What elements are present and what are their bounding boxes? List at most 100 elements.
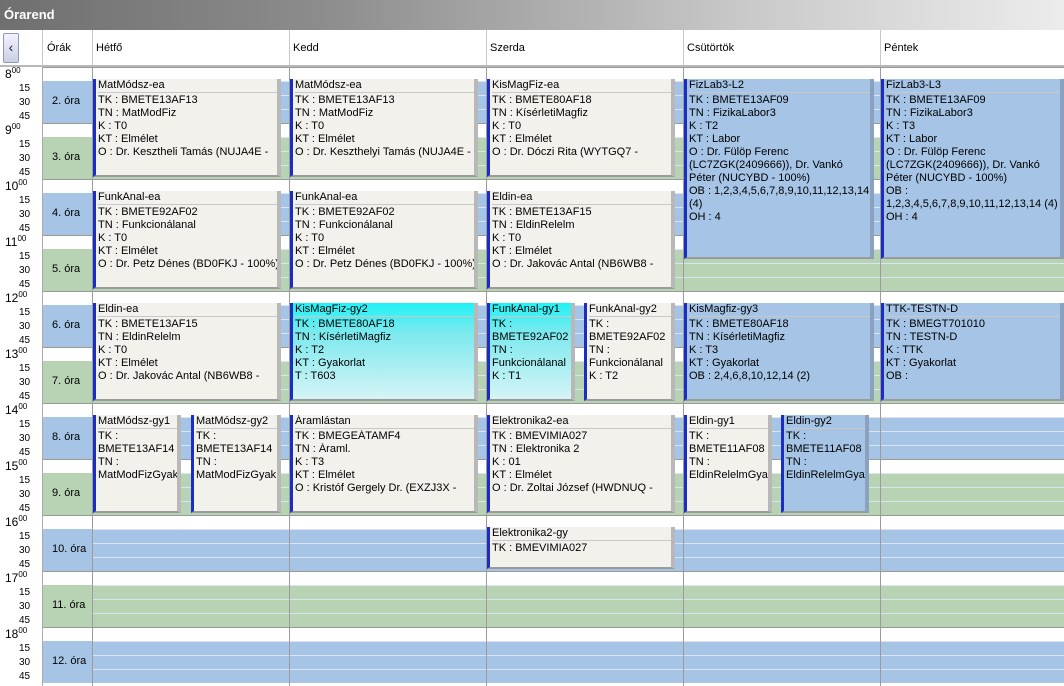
header-divider [486,30,487,65]
grid-line [92,655,1064,656]
event-detail: TK : BMETE92AF02 [589,318,666,343]
event-title: FunkAnal-ea [295,191,474,205]
event-title: Elektronika2-gy [492,527,671,541]
event-detail: TK : BMEVIMIA027 [492,430,588,442]
hour-label: 1000 [5,178,28,193]
event-detail: KT : Elmélet [492,245,552,257]
day-header-wednesday[interactable]: Szerda [490,42,525,54]
column-divider [683,67,684,686]
event-detail: K : T3 [886,120,916,132]
day-header-tuesday[interactable]: Kedd [293,42,319,54]
event-detail: KT : Gyakorlat [886,357,957,369]
event-title: MatMódsz-ea [98,79,277,93]
minute-label: 30 [19,321,31,332]
grid-line [92,389,1064,390]
slot-band[interactable] [42,585,1064,627]
event-detail: TN : EldinRelelmGyak [689,456,768,481]
window-titlebar: Órarend [0,0,1064,30]
event-detail: OH : 4 [689,211,721,223]
event-detail: K : T1 [492,370,522,382]
day-header-friday[interactable]: Péntek [884,42,919,54]
header-divider [92,30,93,65]
grid-line [92,613,1064,614]
event-detail: TN : EldinRelelm [98,331,181,343]
event-detail: TK : BMETE13AF13 [98,94,198,106]
event-detail: O : Dr. Jakovác Antal (NB6WB8 - [492,258,654,270]
event-detail: TN : KísérletiMagfiz [295,331,391,343]
day-header-monday[interactable]: Hétfő [96,42,123,54]
event-detail: O : Dr. Dóczi Rita (WYTGQ7 - [492,146,639,158]
minute-label: 30 [19,545,31,556]
event-title: Eldin-ea [98,303,277,317]
slot-band[interactable] [42,641,1064,683]
event-title: MatMódsz-gy2 [196,415,277,429]
event-detail: TN : Elektronika 2 [492,443,580,455]
hour-label: 1200 [5,290,28,305]
event-title: Eldin-gy1 [689,415,768,429]
event-detail: TN : MatModFiz [295,107,374,119]
minute-label: 30 [19,601,31,612]
minute-label: 30 [19,489,31,500]
grid-line [92,585,1064,586]
event-detail: TK : BMETE13AF15 [98,318,198,330]
event-detail: OB : 1,2,3,4,5,6,7,8,9,10,11,12,13,14 (4… [689,185,870,210]
event-title: Eldin-ea [492,191,671,205]
event-detail: KT : Gyakorlat [295,357,366,369]
event-detail: KT : Labor [689,133,741,145]
event-title: KisMagFiz-ea [492,79,671,93]
event-detail: KT : Gyakorlat [689,357,760,369]
event-detail: OB : [886,370,909,382]
header-divider [880,30,881,65]
day-header-thursday[interactable]: Csütörtök [687,42,735,54]
event-detail: O : Dr. Fülöp Ferenc (LC7ZGK(2409666)), … [886,146,1040,184]
event-detail: K : T2 [689,120,719,132]
event-title: FizLab3-L2 [689,79,870,93]
previous-week-button[interactable]: ‹ [3,33,19,63]
minute-label: 45 [19,615,31,626]
event-detail: OB : 2,4,6,8,10,12,14 (2) [689,370,811,382]
slot-label: 7. óra [52,375,81,387]
event-detail: K : T3 [689,344,719,356]
hours-column-header: Órák [47,42,71,54]
event-title: Áramlástan [295,415,474,429]
event-detail: O : Dr. Petz Dénes (BD0FKJ - 100%) [98,258,277,270]
event-detail: TN : MatModFizGyak [196,456,277,481]
minute-label: 45 [19,335,31,346]
event-detail: K : T2 [589,370,619,382]
minute-label: 15 [19,195,31,206]
event-detail: KT : Elmélet [295,469,355,481]
grid-line [92,361,1064,362]
event-detail: K : T0 [295,120,325,132]
event-detail: KT : Elmélet [492,133,552,145]
hour-label: 1800 [5,626,28,641]
grid-line [92,305,1064,306]
event-detail: K : T2 [295,344,325,356]
event-detail: O : Dr. Petz Dénes (BD0FKJ - 100%) [295,258,474,270]
event-detail: TN : MatModFizGyak [98,456,177,481]
minute-label: 30 [19,657,31,668]
header-divider [683,30,684,65]
event-detail: K : T0 [492,232,522,244]
